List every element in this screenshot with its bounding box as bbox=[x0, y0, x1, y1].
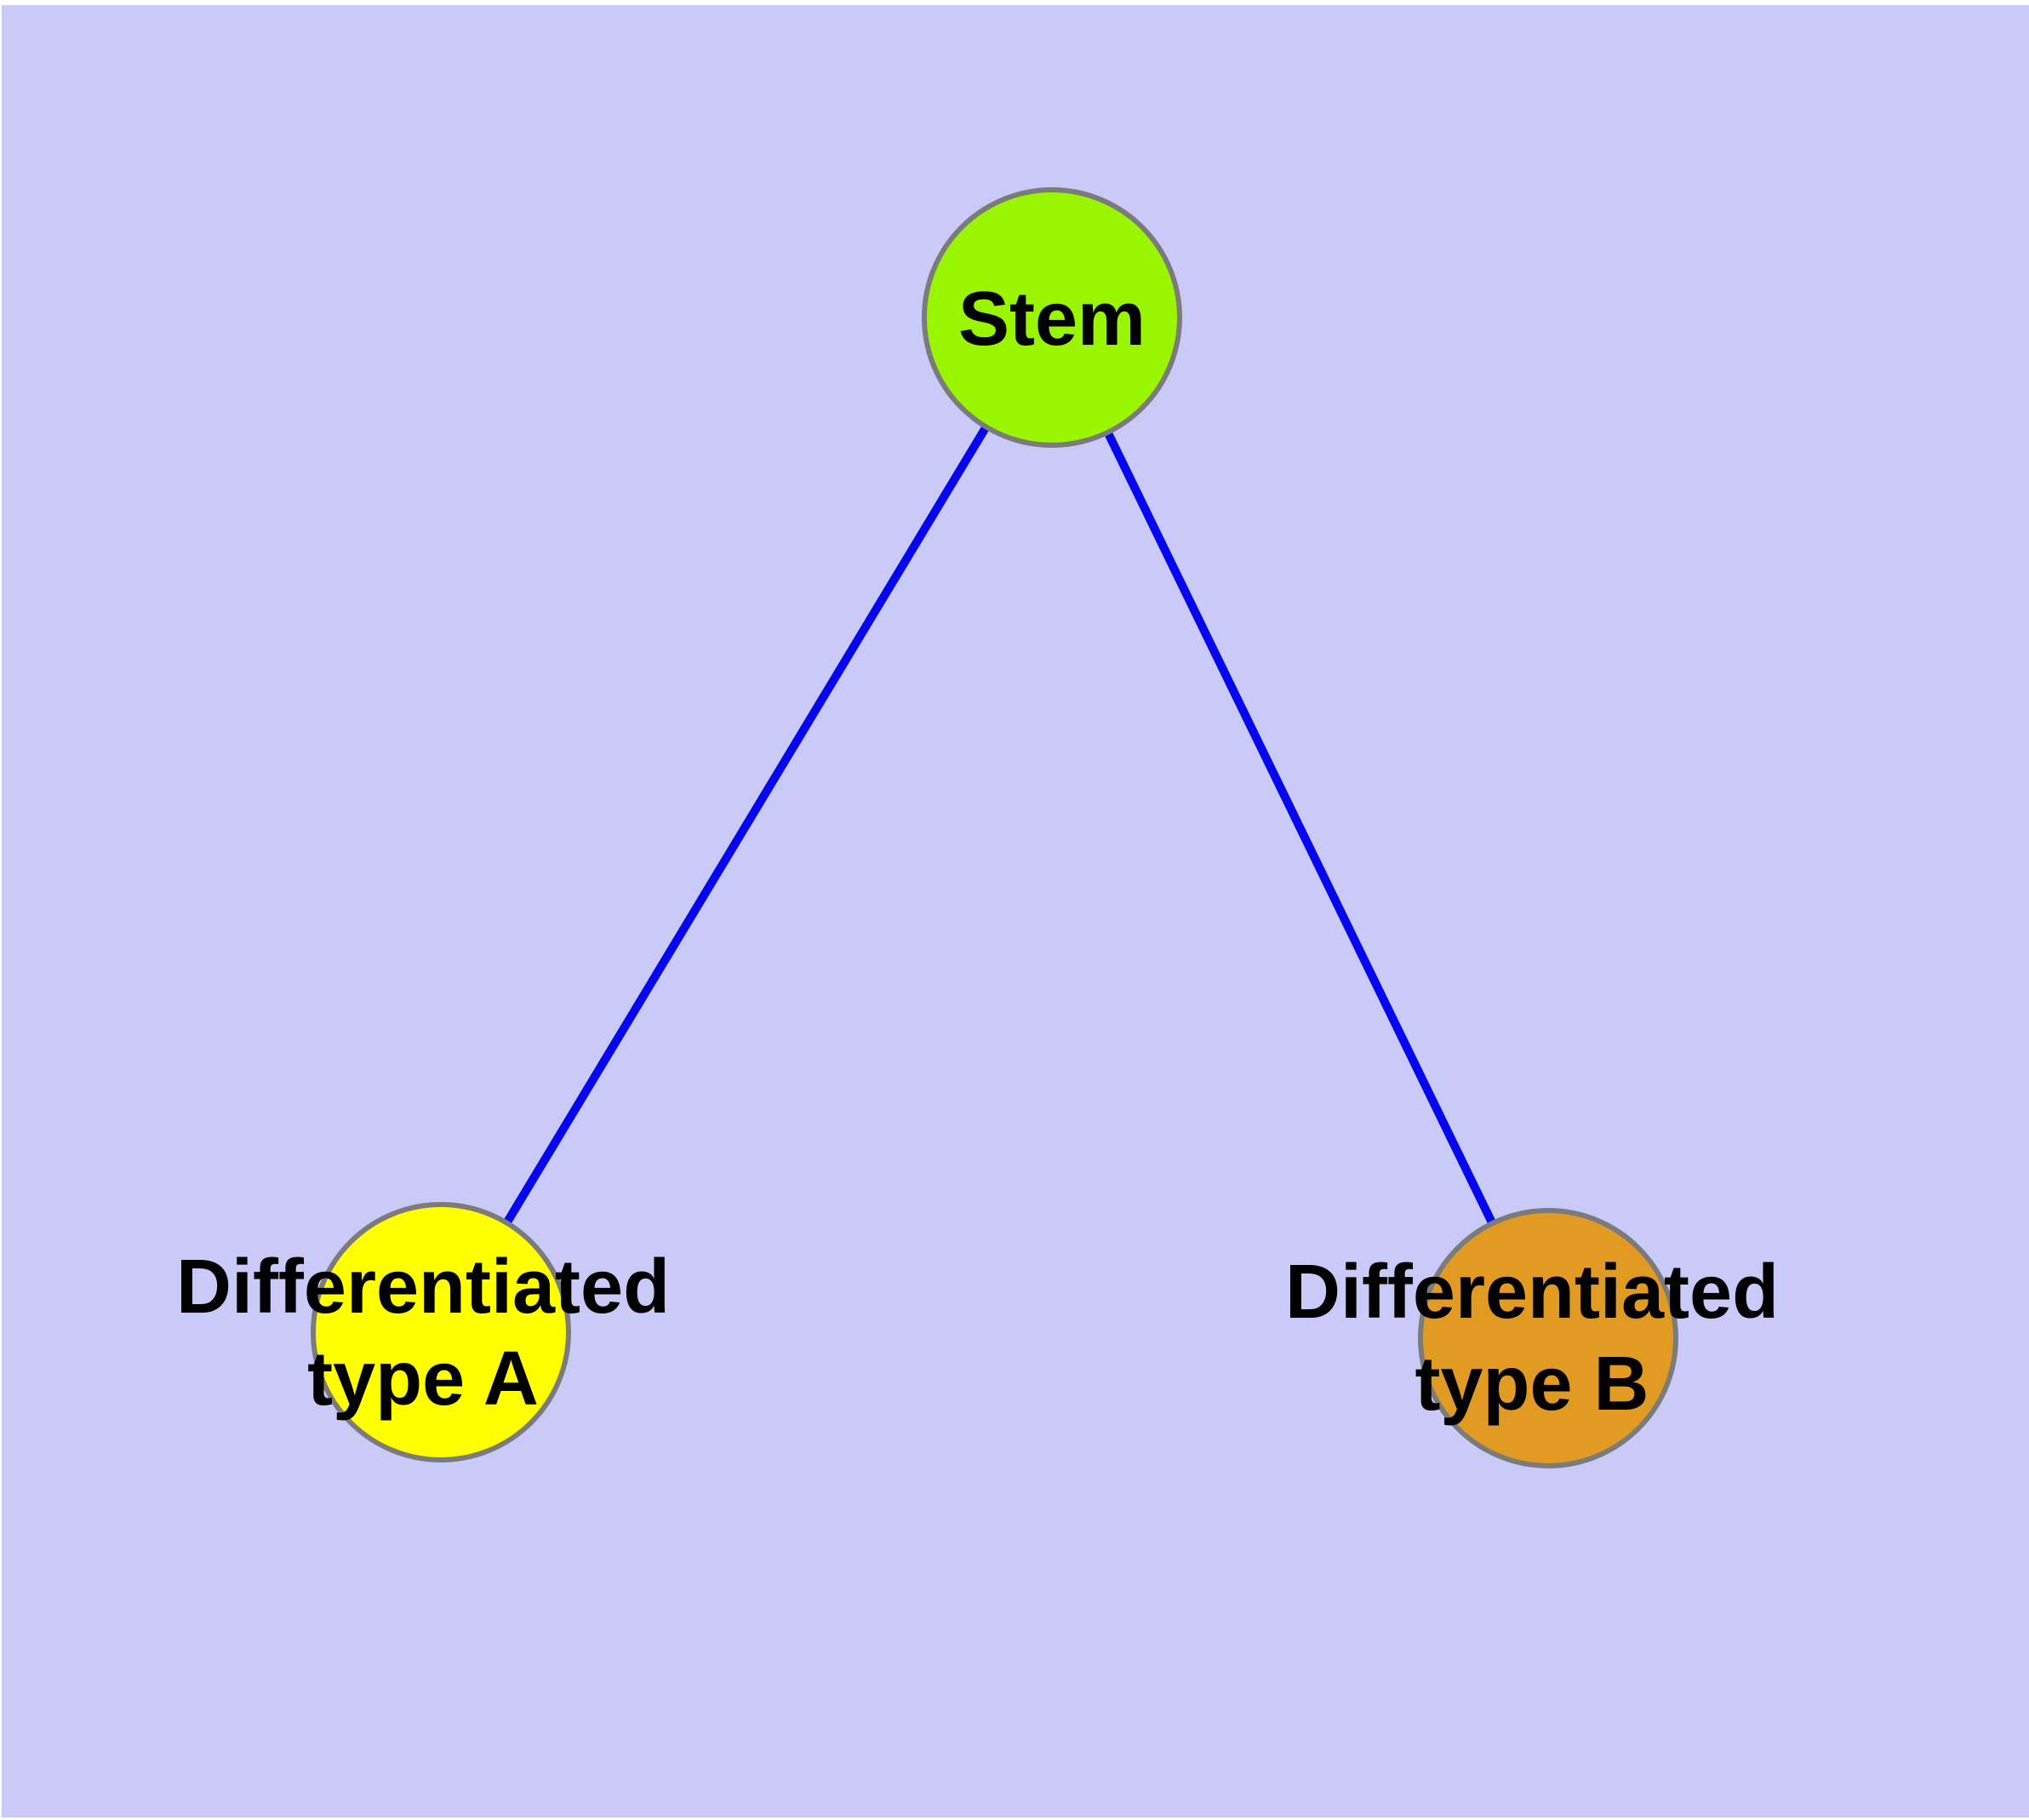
node-label-type-a-line-1: Differentiated bbox=[175, 1245, 671, 1330]
node-label-type-a-line-2: type A bbox=[307, 1336, 539, 1422]
node-differentiated-type-b bbox=[1418, 1208, 1678, 1468]
node-label-type-b-line-1: Differentiated bbox=[1284, 1250, 1780, 1335]
node-stem-cell bbox=[922, 187, 1182, 448]
node-label-type-b-line-2: type B bbox=[1415, 1342, 1649, 1427]
edge-stem-to-type-b bbox=[1048, 315, 1552, 1341]
edge-stem-to-type-a bbox=[437, 315, 1056, 1335]
node-differentiated-type-a bbox=[311, 1202, 571, 1462]
node-label-stem: Stem bbox=[958, 273, 1146, 365]
node-label-stem-text: Stem bbox=[957, 277, 1146, 362]
node-label-type-a: Differentiated type A bbox=[176, 1241, 670, 1425]
node-label-type-b: Differentiated type B bbox=[1285, 1246, 1779, 1430]
